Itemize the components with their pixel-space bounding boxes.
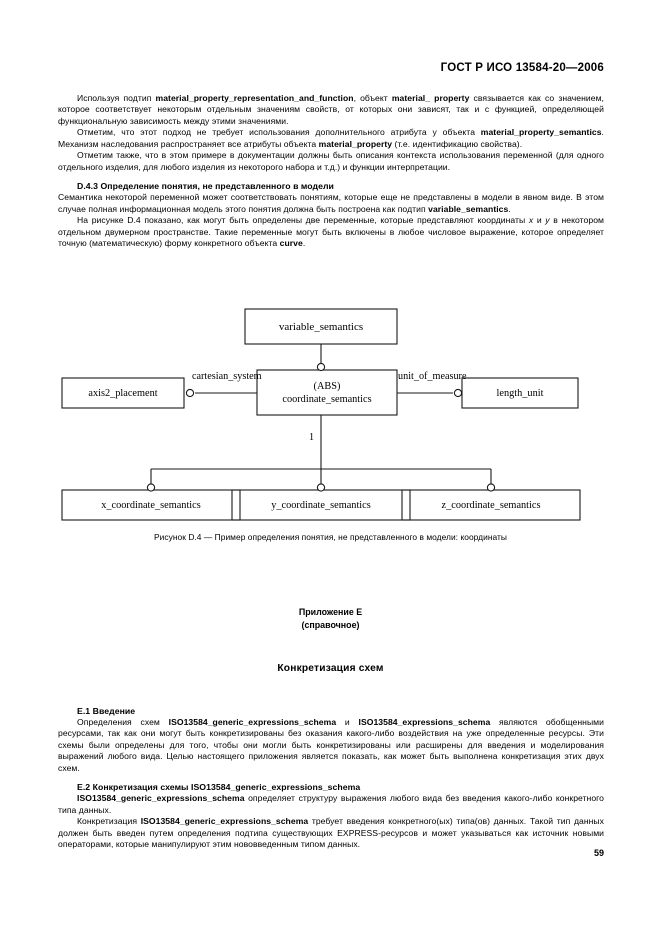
diagram-label-unit-of-measure: unit_of_measure: [398, 371, 467, 382]
p1-seg2: , объект: [353, 93, 392, 103]
p4-seg2: .: [508, 203, 511, 214]
paragraph-4: Семантика некоторой переменной может соо…: [58, 192, 604, 215]
p4-seg1: Семантика некоторой переменной может соо…: [58, 192, 604, 214]
connector-circle-child1: [146, 483, 156, 492]
p1-seg3: связывается как со значением, которое со…: [58, 93, 604, 126]
heading-d-4-3: D.4.3 Определение понятия, не представле…: [77, 181, 334, 192]
diagram-box-length-unit: length_unit: [496, 387, 544, 399]
p5-seg1: На рисунке D.4 показано, как могут быть …: [77, 215, 529, 226]
appendix-section-title: Конкретизация схем: [277, 663, 384, 674]
page-header-standard-ref: ГОСТ Р ИСО 13584-20—2006: [440, 62, 604, 74]
p2-bold2: material_property: [318, 138, 393, 149]
diagram-box-abs-marker: (ABS): [313, 380, 341, 392]
diagram-box-coordinate-semantics-label: coordinate_semantics: [282, 393, 372, 405]
appendix-title-line2: (справочное): [301, 619, 360, 630]
pe3-seg2: требует введения конкретного(ых) типа(ов…: [58, 816, 605, 850]
appendix-title: Приложение Е (справочное): [0, 606, 661, 631]
paragraph-e3: Конкретизация ISO13584_generic_expressio…: [58, 816, 604, 850]
appendix-title-line1: Приложение Е: [298, 607, 363, 617]
figure-caption: Рисунок D.4 — Пример определения понятия…: [154, 532, 507, 542]
pe3-seg1: Конкретизация: [77, 816, 141, 827]
paragraph-1: Используя подтип material_property_repre…: [58, 93, 604, 127]
p5-ital2: y: [545, 215, 550, 226]
heading-e-1: Е.1 Введение: [77, 706, 136, 716]
p2-seg2: . Механизм наследования распространяет в…: [58, 127, 604, 149]
p4-bold1: variable_semantics: [428, 203, 509, 214]
p2-seg3: (т.е. идентификацию свойства).: [392, 138, 523, 149]
diagram-box-x-coordinate-semantics: x_coordinate_semantics: [101, 499, 201, 511]
p1-bold2: material_ property: [391, 93, 470, 103]
paragraph-2: Отметим, что этот подход не требует испо…: [58, 127, 604, 150]
heading-e-2: Е.2 Конкретизация схемы ISO13584_generic…: [77, 782, 361, 793]
pe2-seg1: определяет структуру выражения любого ви…: [58, 793, 604, 815]
paragraph-e1: Определения схем ISO13584_generic_expres…: [58, 717, 604, 774]
express-g-diagram: variable_semantics (ABS) coordinate_sema…: [58, 305, 604, 527]
pe2-bold1: ISO13584_generic_expressions_schema: [77, 793, 245, 804]
diagram-box-z-coordinate-semantics: z_coordinate_semantics: [441, 499, 541, 511]
p5-seg4: .: [302, 237, 306, 248]
diagram-label-cardinality: 1: [309, 432, 315, 443]
p2-seg1: Отметим, что этот подход не требует испо…: [77, 127, 481, 138]
p5-bold1: curve: [279, 237, 303, 248]
diagram-box-variable-semantics: variable_semantics: [278, 320, 364, 333]
pe1-bold1: ISO13584_generic_expressions_schema: [168, 717, 337, 727]
p2-bold1: material_property_semantics: [480, 127, 602, 138]
diagram-label-cartesian-system: cartesian_system: [192, 371, 262, 382]
p1-seg1: Используя подтип: [77, 93, 156, 103]
main-text-column-lower: Е.1 Введение Определения схем ISO13584_g…: [58, 698, 604, 851]
p5-ital1: x: [528, 215, 534, 226]
main-text-column-upper: Используя подтип material_property_repre…: [58, 93, 604, 249]
diagram-box-axis2-placement: axis2_placement: [88, 387, 158, 399]
connector-circle-left: [185, 388, 195, 398]
p5-seg2: и: [533, 215, 546, 226]
pe3-bold1: ISO13584_generic_expressions_schema: [140, 816, 309, 827]
diagram-box-coordinate-semantics: (ABS) coordinate_semantics: [257, 370, 397, 415]
paragraph-5: На рисунке D.4 показано, как могут быть …: [58, 215, 604, 249]
connector-circle-top: [316, 362, 326, 372]
pe1-bold2: ISO13584_expressions_schema: [358, 717, 491, 727]
connector-circle-child2: [316, 483, 326, 492]
pe1-seg2: и: [336, 717, 359, 727]
page-number: 59: [593, 848, 604, 858]
connector-circle-child3: [486, 483, 496, 492]
paragraph-3: Отметим также, что в этом примере в доку…: [58, 150, 604, 172]
pe1-seg1: Определения схем: [77, 717, 169, 727]
paragraph-e2: ISO13584_generic_expressions_schema опре…: [58, 793, 604, 816]
p1-bold1: material_property_representation_and_fun…: [155, 93, 354, 103]
connector-circle-right: [453, 388, 463, 398]
pe1-seg3: являются обобщенными ресурсами, так как …: [58, 717, 604, 773]
p5-seg3: в некотором отдельном двумерном простран…: [58, 215, 604, 248]
diagram-box-y-coordinate-semantics: y_coordinate_semantics: [271, 499, 371, 511]
